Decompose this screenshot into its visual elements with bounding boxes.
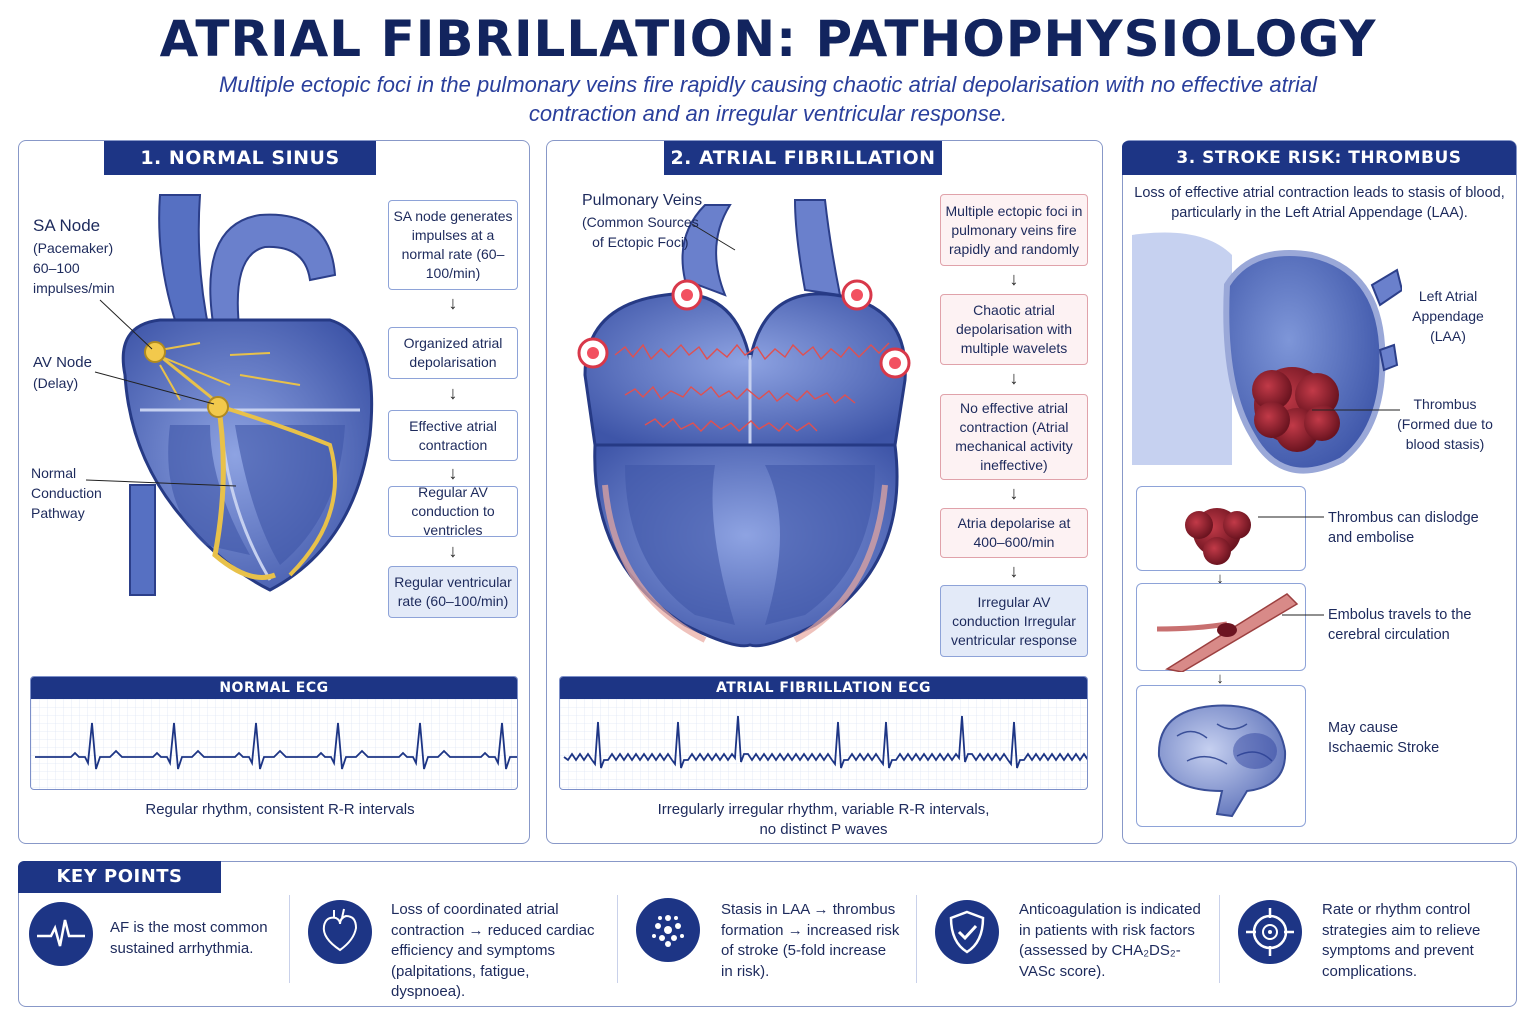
leader-line-step2: [1282, 614, 1324, 616]
af-ecg-title: ATRIAL FIBRILLATION ECG: [560, 677, 1087, 699]
normal-ecg-trace: [31, 699, 517, 789]
stroke-risk-intro: Loss of effective atrial contraction lea…: [1134, 185, 1505, 221]
down-arrow-icon: ↓: [1009, 561, 1019, 581]
clot-dots-icon: [636, 898, 700, 962]
key-point-2: Loss of coordinated atrial contraction →…: [391, 901, 595, 1000]
panel3-heading: 3. STROKE RISK: THROMBUS FORMATION: [1122, 141, 1516, 202]
leader-line-thrombus: [1312, 409, 1400, 411]
down-arrow-icon: ↓: [1009, 269, 1019, 289]
down-arrow-icon: ↓: [448, 463, 458, 483]
af-ecg-panel: ATRIAL FIBRILLATION ECG: [559, 676, 1088, 790]
down-arrow-icon: ↓: [448, 293, 458, 313]
key-point-1: AF is the most common sustained arrhythm…: [110, 919, 268, 957]
stroke-step-1: Thrombus can dislodge and embolise: [1328, 510, 1479, 546]
leader-line-step1: [1258, 516, 1324, 518]
af-ecg-trace: [560, 699, 1087, 789]
clot-step-box: [1136, 486, 1306, 571]
pulmonary-veins-label: Pulmonary Veins: [582, 192, 703, 209]
normal-ecg-title: NORMAL ECG: [31, 677, 517, 699]
divider: [617, 895, 618, 983]
normal-heart-illustration: [121, 194, 374, 596]
panel2-heading: 2. ATRIAL FIBRILLATION: [664, 141, 942, 175]
divider: [1219, 895, 1220, 983]
p2-flow-step-5: Irregular AV conduction Irregular ventri…: [940, 585, 1088, 657]
down-arrow-icon: ↓: [1216, 670, 1224, 687]
p2-flow-step-4: Atria depolarise at 400–600/min: [940, 508, 1088, 558]
p2-flow-step-3: No effective atrial contraction (Atrial …: [940, 394, 1088, 480]
p2-flow-step-1: Multiple ectopic foci in pulmonary veins…: [940, 194, 1088, 266]
thrombus-label: Thrombus (Formed due to blood stasis): [1397, 396, 1493, 452]
laa-label: Left Atrial Appendage (LAA): [1412, 288, 1484, 344]
divider: [916, 895, 917, 983]
p1-flow-step-3: Effective atrial contraction: [388, 410, 518, 461]
normal-ecg-panel: NORMAL ECG: [30, 676, 518, 790]
stroke-step-2: Embolus travels to the cerebral circulat…: [1328, 607, 1472, 643]
brain-step-box: [1136, 685, 1306, 827]
av-node-label: AV Node: [33, 354, 92, 371]
clot-icon: [1185, 508, 1251, 565]
p1-flow-step-4: Regular AV conduction to ventricles: [388, 484, 518, 538]
page-title: ATRIAL FIBRILLATION: PATHOPHYSIOLOGY: [159, 10, 1377, 68]
key-point-5: Rate or rhythm control strategies aim to…: [1322, 901, 1481, 980]
key-point-3: Stasis in LAA → thrombus formation → inc…: [721, 901, 900, 980]
p1-flow-step-2: Organized atrial depolarisation: [388, 327, 518, 379]
ecg-pulse-icon: [29, 902, 93, 966]
down-arrow-icon: ↓: [448, 383, 458, 403]
panel1-heading: 1. NORMAL SINUS RHYTHM: [104, 141, 376, 203]
down-arrow-icon: ↓: [1216, 570, 1224, 587]
sa-node-detail: (Pacemaker) 60–100 impulses/min: [33, 240, 115, 296]
p1-flow-step-5: Regular ventricular rate (60–100/min): [388, 566, 518, 618]
sa-node-label: SA Node: [33, 216, 101, 235]
target-icon: [1238, 900, 1302, 964]
page-subtitle: Multiple ectopic foci in the pulmonary v…: [218, 72, 1318, 126]
down-arrow-icon: ↓: [1009, 483, 1019, 503]
down-arrow-icon: ↓: [1009, 368, 1019, 388]
embolus-step-box: [1136, 583, 1306, 673]
brain-icon: [1157, 704, 1287, 818]
down-arrow-icon: ↓: [448, 541, 458, 561]
stroke-step-3: May cause Ischaemic Stroke: [1328, 720, 1440, 756]
key-points-heading: KEY POINTS: [18, 861, 221, 893]
conduction-pathway-label: Normal Conduction Pathway: [31, 465, 102, 521]
shield-check-icon: [935, 900, 999, 964]
af-heart-illustration: [577, 199, 911, 648]
laa-thrombus-illustration: [1132, 232, 1402, 474]
key-point-4: Anticoagulation is indicated in patients…: [1019, 901, 1201, 980]
leader-line-veins: [691, 223, 736, 251]
av-node-detail: (Delay): [33, 375, 79, 391]
heart-icon: [308, 900, 372, 964]
p1-flow-step-1: SA node generates impulses at a normal r…: [388, 200, 518, 290]
af-ecg-caption: Irregularly irregular rhythm, variable R…: [657, 801, 990, 838]
key-points-bar: [18, 861, 1517, 1007]
leader-lines-panel1: [85, 299, 237, 487]
divider: [289, 895, 290, 983]
normal-ecg-caption: Regular rhythm, consistent R-R intervals: [145, 801, 415, 818]
artery-icon: [1156, 593, 1299, 673]
p2-flow-step-2: Chaotic atrial depolarisation with multi…: [940, 294, 1088, 365]
pulmonary-veins-detail: (Common Sources of Ectopic Foci): [582, 214, 699, 250]
